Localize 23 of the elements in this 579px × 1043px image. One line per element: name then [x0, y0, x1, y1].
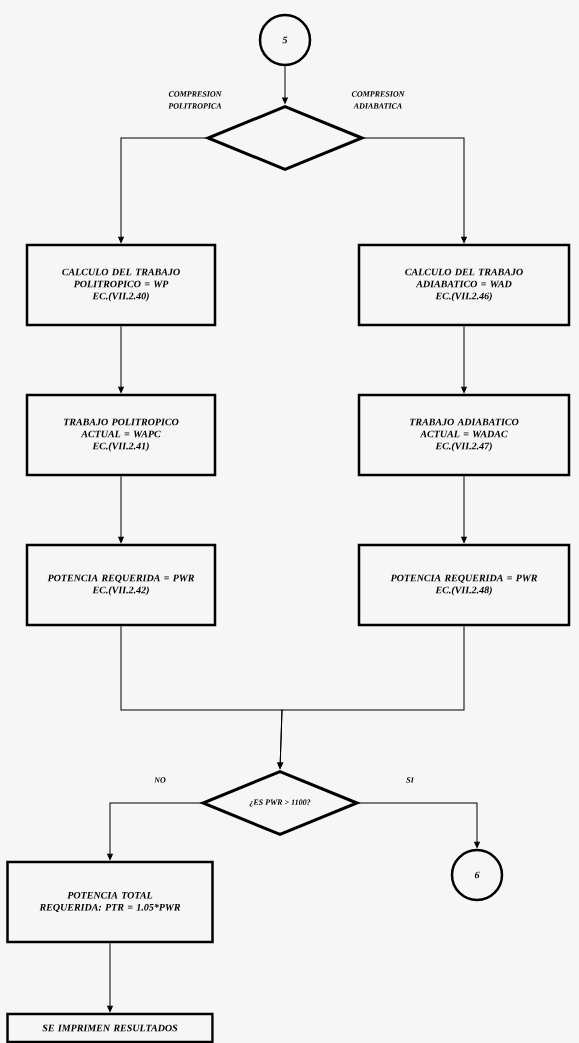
process-box: TRABAJO ADIABATICO ACTUAL = WADAC EC.(VII.2.47) [357, 393, 571, 477]
arrow [363, 137, 467, 243]
arrow [461, 325, 467, 393]
process-box: CALCULO DEL TRABAJO ADIABATICO = WAD EC.(VII.2.46) [357, 243, 571, 327]
process-box: POTENCIA REQUERIDA = PWR EC.(VII.2.48) [357, 543, 571, 627]
process-box: POTENCIA TOTAL REQUERIDA: PTR = 1.05*PWR [6, 860, 214, 944]
process-box: SE IMPRIMEN RESULTADOS [6, 1012, 214, 1043]
edge-label: SI [406, 777, 414, 783]
edge-label: COMPRESION POLITROPICA [168, 91, 222, 109]
arrow [358, 802, 480, 848]
process-box: CALCULO DEL TRABAJO POLITROPICO = WP EC.(VII.2.40) [25, 243, 217, 327]
arrow [118, 325, 124, 393]
process-box: POTENCIA REQUERIDA = PWR EC.(VII.2.42) [25, 543, 217, 627]
arrow [282, 65, 288, 104]
arrow [277, 625, 465, 769]
arrow [107, 942, 113, 1012]
arrow [461, 475, 467, 543]
arrow [118, 475, 124, 543]
process-box: TRABAJO POLITROPICO ACTUAL = WAPC EC.(VII.2.41) [25, 393, 217, 477]
edge-label: NO [154, 777, 166, 783]
arrow [118, 137, 207, 243]
arrow [107, 802, 202, 860]
edge-label: COMPRESION ADIABATICA [351, 91, 405, 109]
